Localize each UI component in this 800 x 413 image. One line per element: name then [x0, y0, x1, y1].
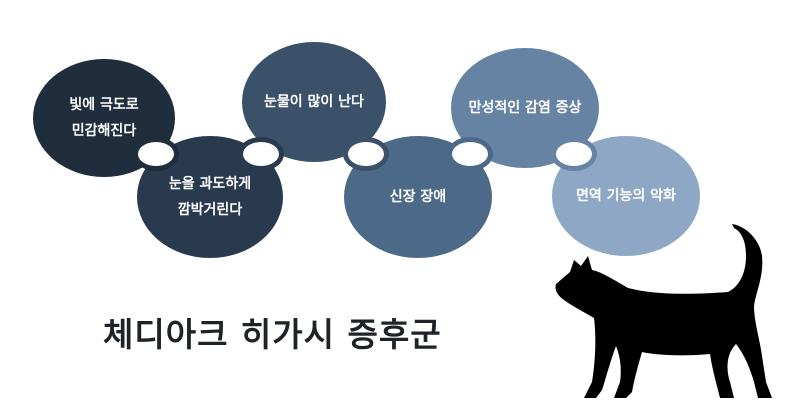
page-title: 체디아크 히가시 증후군: [103, 315, 442, 354]
symptom-label-1: 빛에 극도로 민감해진다: [69, 97, 139, 139]
connector-link-1: [133, 137, 179, 171]
connector-link-4: [447, 137, 493, 171]
symptom-label-2: 눈을 과도하게 깜박거린다: [168, 176, 252, 218]
symptom-label-3: 눈물이 많이 난다: [264, 94, 364, 110]
symptom-bubble-1: 빛에 극도로 민감해진다: [33, 59, 175, 177]
symptom-label-5: 만성적인 감염 증상: [468, 100, 582, 116]
cat-silhouette-icon: [555, 224, 772, 398]
symptom-label-6: 면역 기능의 악화: [576, 188, 676, 204]
connector-link-5: [551, 137, 597, 171]
connector-link-3: [343, 137, 389, 171]
symptom-label-4: 신장 장애: [389, 189, 447, 205]
connector-link-2: [238, 137, 284, 171]
